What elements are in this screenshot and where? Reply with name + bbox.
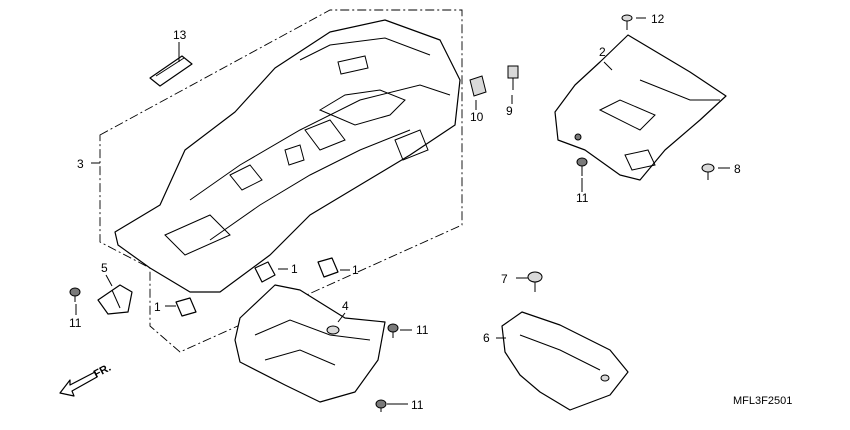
callout-9: 9 [506, 104, 513, 118]
rubber-band-part [149, 55, 193, 87]
callout-2: 2 [599, 45, 606, 59]
screw-part [701, 163, 715, 180]
callout-5: 5 [101, 261, 108, 275]
grab-cover-part [501, 311, 629, 411]
inner-fender-part [114, 19, 461, 293]
callout-11-guard: 11 [416, 323, 429, 337]
callout-6: 6 [483, 331, 490, 345]
clip-nut-part [254, 261, 276, 283]
rivet-part [387, 323, 399, 338]
splash-guard-part [234, 284, 386, 403]
direction-label: FR. [92, 362, 113, 381]
callout-4: 4 [342, 299, 349, 313]
drawing-code: MFL3F2501 [733, 395, 792, 407]
bolt-part [507, 65, 519, 90]
callout-3: 3 [77, 157, 84, 171]
callout-1-right: 1 [352, 263, 359, 277]
callout-11-cover: 11 [576, 191, 589, 205]
callout-11-bracket: 11 [69, 316, 82, 330]
clip-nut-part [175, 297, 197, 317]
rear-fender-cover-part [554, 34, 727, 181]
callout-1-lower: 1 [154, 300, 161, 314]
nut-part [469, 75, 487, 97]
callout-1-middle: 1 [291, 262, 298, 276]
callout-13: 13 [173, 28, 187, 42]
rivet-part [576, 157, 588, 176]
callout-12: 12 [651, 12, 665, 26]
rivet-part [69, 287, 81, 302]
callout-11-bottom: 11 [411, 398, 424, 412]
screw-part [527, 271, 543, 292]
screw-part [621, 14, 633, 30]
rivet-part [375, 399, 387, 412]
callout-10: 10 [470, 110, 484, 124]
assembly-outline [99, 9, 463, 353]
bracket-part [97, 284, 133, 315]
leader-lines [75, 17, 730, 405]
callout-7: 7 [501, 272, 508, 286]
clip-nut-part [317, 257, 339, 278]
front-direction-indicator: FR. [59, 362, 113, 397]
callout-8: 8 [734, 162, 741, 176]
